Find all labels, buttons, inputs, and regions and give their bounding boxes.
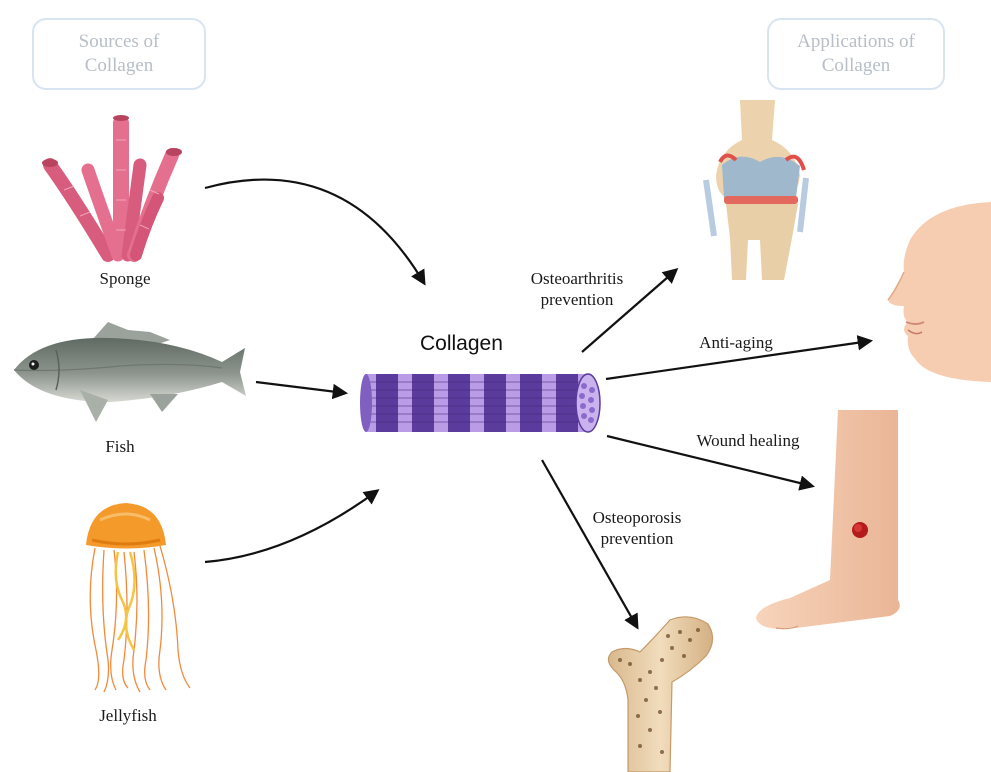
arrow-jellyfish-to-collagen xyxy=(205,491,377,562)
applications-header: Applications of Collagen xyxy=(767,18,945,90)
face-icon xyxy=(888,202,991,382)
collagen-title: Collagen xyxy=(420,332,516,356)
source-label-jellyfish: Jellyfish xyxy=(73,705,183,726)
app-label-osteoarthritis: Osteoarthritis prevention xyxy=(512,268,642,310)
knee-joint-icon xyxy=(706,100,806,280)
arrow-fish-to-collagen xyxy=(256,382,345,393)
jellyfish-icon xyxy=(86,503,190,692)
applications-header-text: Applications of Collagen xyxy=(797,30,915,78)
app-label-anti-aging: Anti-aging xyxy=(676,332,796,353)
fish-icon xyxy=(14,322,246,422)
sources-header-text: Sources of Collagen xyxy=(79,30,160,78)
source-label-sponge: Sponge xyxy=(75,268,175,289)
collagen-bundle-icon xyxy=(360,374,600,432)
app-label-wound-healing: Wound healing xyxy=(680,430,816,451)
source-label-fish: Fish xyxy=(70,436,170,457)
sponge-icon xyxy=(42,115,182,256)
app-label-osteoporosis: Osteoporosis prevention xyxy=(572,507,702,549)
femur-bone-icon xyxy=(608,617,712,772)
sources-header: Sources of Collagen xyxy=(32,18,206,90)
arrow-sponge-to-collagen xyxy=(205,180,424,283)
